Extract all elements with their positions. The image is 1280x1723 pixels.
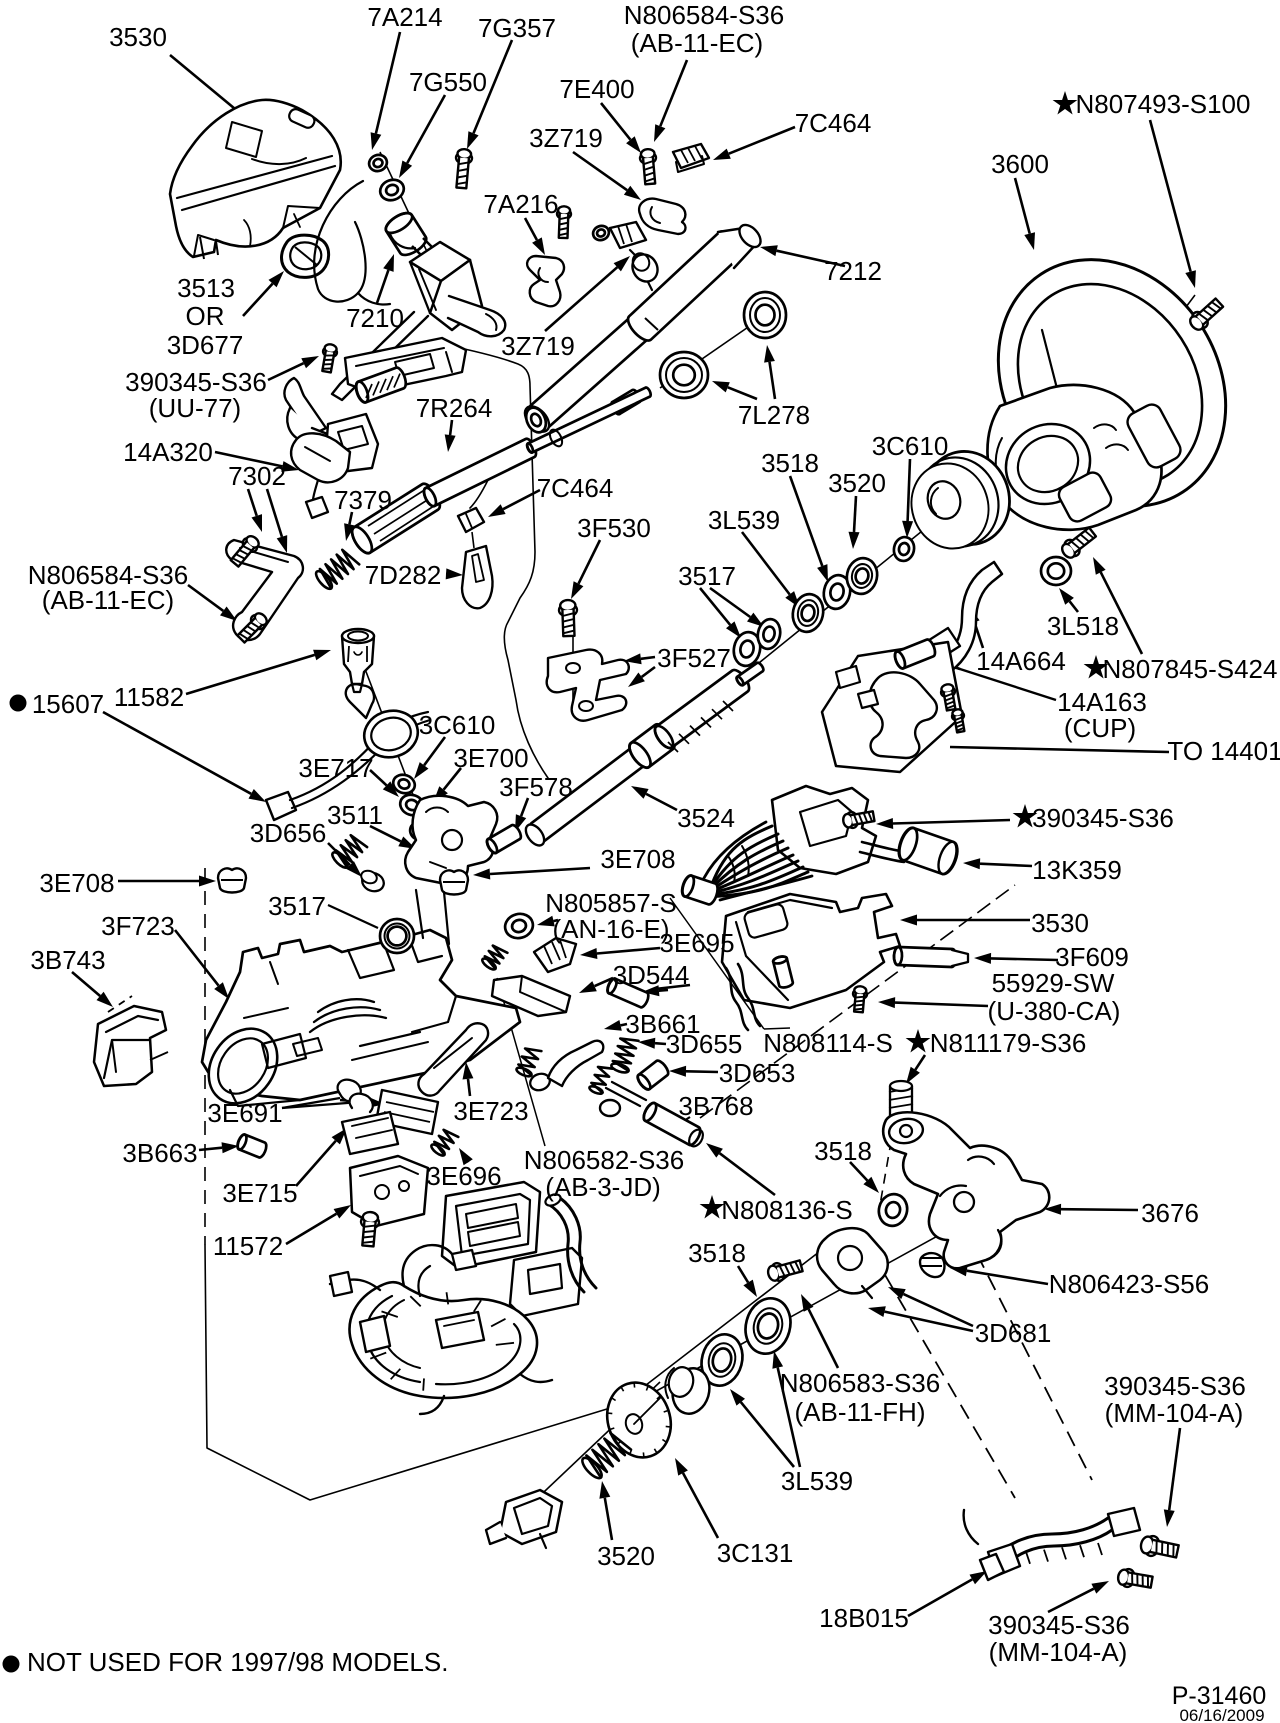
svg-text:3511: 3511: [327, 800, 383, 830]
svg-text:(CUP): (CUP): [1064, 713, 1136, 743]
svg-text:3C610: 3C610: [872, 431, 949, 461]
svg-text:7A214: 7A214: [367, 2, 442, 32]
svg-text:7210: 7210: [346, 303, 404, 333]
svg-text:13K359: 13K359: [1032, 855, 1122, 885]
svg-text:N806582-S36: N806582-S36: [524, 1145, 684, 1175]
svg-text:TO 14401: TO 14401: [1167, 736, 1280, 766]
svg-text:3D677: 3D677: [167, 330, 244, 360]
svg-text:11582: 11582: [114, 682, 184, 712]
svg-text:3D681: 3D681: [975, 1318, 1052, 1348]
svg-text:3D656: 3D656: [250, 818, 327, 848]
svg-text:7A216: 7A216: [483, 189, 558, 219]
svg-text:3B768: 3B768: [678, 1091, 753, 1121]
svg-text:(UU-77): (UU-77): [149, 393, 241, 423]
svg-text:(AB-11-EC): (AB-11-EC): [42, 585, 174, 615]
svg-text:N806584-S36: N806584-S36: [624, 0, 784, 30]
svg-text:3Z719: 3Z719: [529, 123, 603, 153]
svg-text:N807493-S100: N807493-S100: [1076, 89, 1251, 119]
svg-text:(AB-11-FH): (AB-11-FH): [795, 1397, 926, 1427]
svg-text:7C464: 7C464: [537, 473, 614, 503]
svg-text:3D655: 3D655: [666, 1029, 743, 1059]
svg-text:N806423-S56: N806423-S56: [1049, 1269, 1209, 1299]
svg-text:N805857-S: N805857-S: [545, 888, 677, 918]
svg-text:N808114-S: N808114-S: [763, 1028, 893, 1058]
svg-text:(AN-16-E): (AN-16-E): [552, 914, 669, 944]
svg-text:3530: 3530: [1031, 908, 1089, 938]
svg-text:(AB-3-JD): (AB-3-JD): [545, 1172, 661, 1202]
svg-text:14A664: 14A664: [976, 646, 1066, 676]
svg-text:3L518: 3L518: [1047, 611, 1119, 641]
svg-text:3F530: 3F530: [577, 513, 651, 543]
svg-text:3E691: 3E691: [207, 1098, 282, 1128]
svg-text:3E717: 3E717: [298, 753, 373, 783]
svg-text:7D282: 7D282: [365, 560, 442, 590]
svg-text:3F527: 3F527: [657, 643, 731, 673]
svg-text:3517: 3517: [268, 891, 326, 921]
svg-text:7C464: 7C464: [795, 108, 872, 138]
svg-text:7R264: 7R264: [416, 393, 493, 423]
svg-text:3E723: 3E723: [453, 1096, 528, 1126]
svg-text:3518: 3518: [688, 1238, 746, 1268]
svg-text:390345-S36: 390345-S36: [1104, 1371, 1246, 1401]
svg-text:3B661: 3B661: [625, 1009, 700, 1039]
svg-text:3L539: 3L539: [708, 505, 780, 535]
svg-text:3520: 3520: [828, 468, 886, 498]
svg-text:3E700: 3E700: [453, 743, 528, 773]
svg-text:3518: 3518: [761, 448, 819, 478]
svg-text:3C610: 3C610: [419, 710, 496, 740]
svg-text:3Z719: 3Z719: [501, 331, 575, 361]
svg-text:3C131: 3C131: [717, 1538, 794, 1568]
svg-text:390345-S36: 390345-S36: [988, 1610, 1130, 1640]
svg-text:OR: OR: [186, 301, 225, 331]
svg-text:14A320: 14A320: [123, 437, 213, 467]
svg-text:3F609: 3F609: [1055, 942, 1129, 972]
svg-text:3518: 3518: [814, 1136, 872, 1166]
svg-text:3E708: 3E708: [39, 868, 114, 898]
svg-text:(AB-11-EC): (AB-11-EC): [631, 28, 763, 58]
svg-text:P-31460: P-31460: [1172, 1682, 1267, 1710]
svg-text:11572: 11572: [213, 1231, 283, 1261]
svg-text:390345-S36: 390345-S36: [1032, 803, 1174, 833]
svg-text:7G357: 7G357: [478, 13, 556, 43]
svg-text:N811179-S36: N811179-S36: [930, 1028, 1087, 1058]
svg-text:3600: 3600: [991, 149, 1049, 179]
svg-text:3E695: 3E695: [659, 928, 734, 958]
svg-text:N807845-S424: N807845-S424: [1103, 654, 1278, 684]
svg-text:(U-380-CA): (U-380-CA): [988, 996, 1121, 1026]
svg-text:3B663: 3B663: [122, 1138, 197, 1168]
svg-text:(MM-104-A): (MM-104-A): [1105, 1398, 1244, 1428]
svg-text:7379: 7379: [334, 485, 392, 515]
svg-text:(MM-104-A): (MM-104-A): [989, 1637, 1128, 1667]
svg-text:390345-S36: 390345-S36: [125, 367, 267, 397]
svg-text:3530: 3530: [109, 22, 167, 52]
svg-text:3676: 3676: [1141, 1198, 1199, 1228]
svg-text:3D544: 3D544: [613, 960, 690, 990]
svg-text:3513: 3513: [177, 273, 235, 303]
svg-text:3D653: 3D653: [719, 1058, 796, 1088]
svg-text:3E715: 3E715: [222, 1178, 297, 1208]
svg-text:3524: 3524: [677, 803, 735, 833]
svg-text:3517: 3517: [678, 561, 736, 591]
svg-text:3F578: 3F578: [499, 772, 573, 802]
svg-text:N808136-S: N808136-S: [721, 1195, 853, 1225]
svg-text:3E696: 3E696: [426, 1161, 501, 1191]
svg-text:3E708: 3E708: [600, 844, 675, 874]
svg-text:55929-SW: 55929-SW: [992, 968, 1115, 998]
svg-text:3520: 3520: [597, 1541, 655, 1571]
svg-text:15607: 15607: [32, 689, 104, 719]
svg-text:14A163: 14A163: [1057, 687, 1147, 717]
svg-text:7L278: 7L278: [738, 400, 810, 430]
svg-text:NOT USED FOR 1997/98 MODELS.: NOT USED FOR 1997/98 MODELS.: [27, 1647, 448, 1677]
svg-text:N806583-S36: N806583-S36: [780, 1368, 940, 1398]
svg-text:3L539: 3L539: [781, 1466, 853, 1496]
svg-text:7302: 7302: [228, 461, 286, 491]
svg-text:3B743: 3B743: [30, 945, 105, 975]
svg-text:06/16/2009: 06/16/2009: [1179, 1706, 1264, 1723]
svg-text:7E400: 7E400: [559, 74, 634, 104]
svg-text:N806584-S36: N806584-S36: [28, 560, 188, 590]
svg-text:7G550: 7G550: [409, 67, 487, 97]
svg-text:3F723: 3F723: [101, 911, 175, 941]
svg-text:18B015: 18B015: [819, 1603, 909, 1633]
svg-text:7212: 7212: [824, 256, 882, 286]
